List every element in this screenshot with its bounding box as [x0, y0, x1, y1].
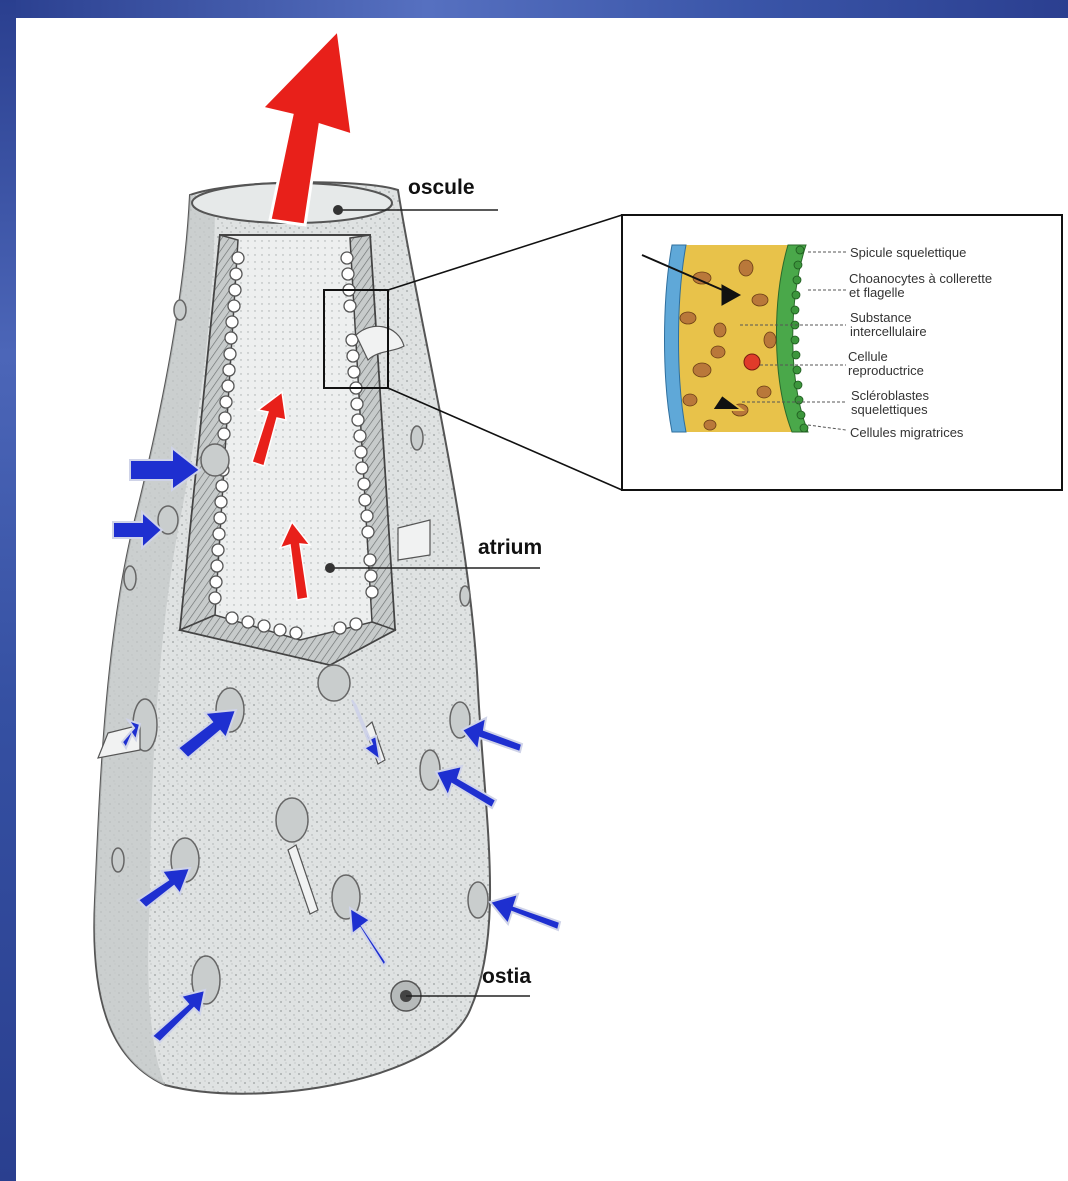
atrium-marker — [325, 563, 335, 573]
label-ostia: ostia — [482, 965, 531, 989]
label-atrium: atrium — [478, 536, 542, 560]
inset-label-migratrices: Cellules migratrices — [850, 426, 963, 440]
zoom-connector-top — [388, 215, 622, 290]
inset-label-scleroblastes: Scléroblastes squelettiques — [851, 389, 929, 417]
inset-label-spicule: Spicule squelettique — [850, 246, 966, 260]
oscule-marker — [333, 205, 343, 215]
inset-label-cellule: Cellule reproductrice — [848, 350, 924, 378]
inset-label-choanocytes: Choanocytes à collerette et flagelle — [849, 272, 992, 300]
label-oscule: oscule — [408, 176, 475, 200]
reproductive-cell — [744, 354, 760, 370]
inset-label-substance: Substance intercellulaire — [850, 311, 927, 339]
